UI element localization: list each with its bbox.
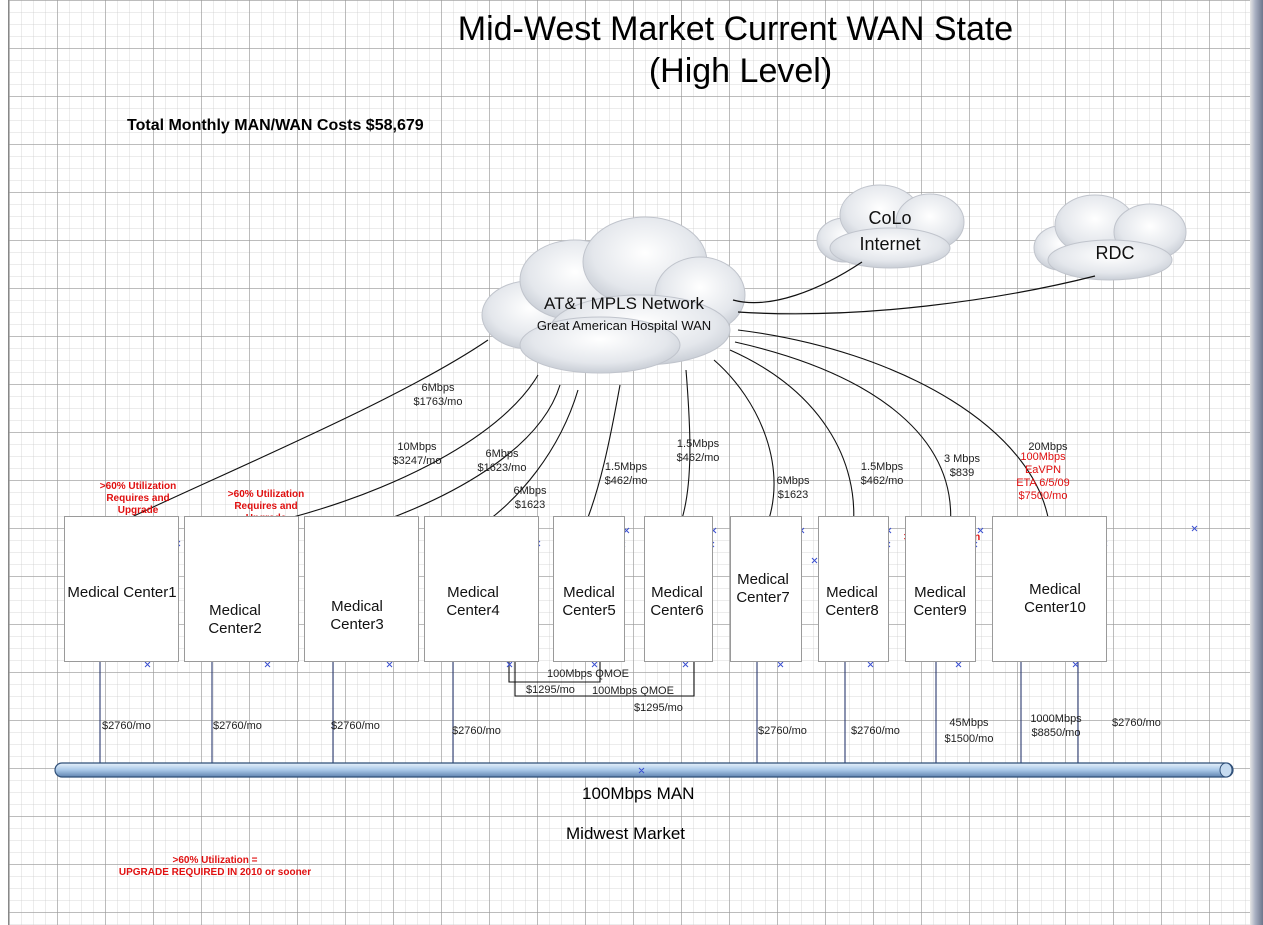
man-pipe bbox=[54, 762, 1234, 778]
legend-line1: >60% Utilization = bbox=[172, 855, 258, 866]
wan-link-5-speed: 1.5Mbps bbox=[604, 461, 648, 473]
mpls-cloud bbox=[481, 216, 746, 374]
wan-link-8 bbox=[729, 349, 855, 531]
medical-center-2-name: Medical Center2 bbox=[208, 602, 262, 637]
medical-center-9-name: Medical Center9 bbox=[913, 584, 967, 619]
medical-center-3-name: Medical Center3 bbox=[330, 598, 384, 633]
mpls-cloud-subtitle: Great American Hospital WAN bbox=[536, 318, 712, 333]
rdc-cloud-label: RDC bbox=[1095, 243, 1135, 263]
evpn-type: EaVPN bbox=[1024, 464, 1062, 476]
medical-center-6[interactable] bbox=[644, 516, 713, 662]
wan-link-6-cost: $462/mo bbox=[676, 452, 720, 464]
qmoe-1-speed: 100Mbps QMOE bbox=[547, 668, 629, 680]
wan-link-7-speed: 6Mbps bbox=[776, 475, 810, 487]
mpls-cloud-title: AT&T MPLS Network bbox=[544, 294, 704, 313]
wan-link-7 bbox=[713, 359, 775, 531]
man-label: 100Mbps MAN bbox=[582, 784, 695, 803]
medical-center-10-name: Medical Center10 bbox=[1024, 581, 1086, 616]
evpn-speed: 100Mbps bbox=[1020, 451, 1066, 463]
warning-line2: Requires and bbox=[106, 493, 170, 504]
evpn-eta: ETA 6/5/09 bbox=[1016, 477, 1070, 489]
diagram-subtitle: (High Level) bbox=[648, 52, 833, 90]
medical-center-4[interactable] bbox=[424, 516, 539, 662]
wan-link-6 bbox=[677, 369, 691, 531]
medical-center-7[interactable] bbox=[730, 516, 802, 662]
wan-link-8-cost: $462/mo bbox=[860, 475, 904, 487]
man-center9-cost: $1500/mo bbox=[944, 733, 994, 745]
wan-link-5-cost: $462/mo bbox=[604, 475, 648, 487]
warning-line1: >60% Utilization bbox=[99, 481, 177, 492]
wan-link-6-speed: 1.5Mbps bbox=[676, 438, 720, 450]
medical-center-2[interactable] bbox=[184, 516, 299, 662]
wan-link-2 bbox=[247, 374, 539, 529]
colo-cloud-title: CoLo bbox=[868, 208, 912, 228]
medical-center-4-name: Medical Center4 bbox=[446, 584, 500, 619]
wan-link-7-cost: $1623 bbox=[777, 489, 809, 501]
medical-center-8[interactable] bbox=[818, 516, 889, 662]
medical-center-10[interactable] bbox=[992, 516, 1107, 662]
wan-link-2-cost: $3247/mo bbox=[392, 455, 442, 467]
wan-link-2-speed: 10Mbps bbox=[397, 441, 437, 453]
medical-center-6-name: Medical Center6 bbox=[650, 584, 704, 619]
warning-line3: Upgrade bbox=[117, 505, 159, 516]
medical-center-7-name: Medical Center7 bbox=[736, 571, 790, 606]
wan-link-8-speed: 1.5Mbps bbox=[860, 461, 904, 473]
wan-link-4-cost: $1623 bbox=[514, 499, 546, 511]
wan-link-4-speed: 6Mbps bbox=[513, 485, 547, 497]
wan-link-1-cost: $1763/mo bbox=[413, 396, 463, 408]
cloud-connections bbox=[732, 261, 1096, 315]
wan-link-5 bbox=[582, 384, 621, 531]
qmoe-links bbox=[508, 662, 695, 697]
man-center9-speed: 45Mbps bbox=[949, 717, 989, 729]
man-cost-center3: $2760/mo bbox=[331, 720, 380, 732]
window-scrollbar-rail[interactable] bbox=[1250, 0, 1263, 925]
wan-link-1-speed: 6Mbps bbox=[421, 382, 455, 394]
man-cost-center8: $2760/mo bbox=[851, 725, 900, 737]
man-center10-speed: 1000Mbps bbox=[1030, 713, 1082, 725]
man-cost-center4: $2760/mo bbox=[452, 725, 501, 737]
medical-center-3[interactable] bbox=[304, 516, 419, 662]
wan-link-10-speed: 20Mbps bbox=[1028, 441, 1068, 453]
wan-link-1 bbox=[103, 339, 489, 531]
medical-center-1[interactable] bbox=[64, 516, 179, 662]
medical-center-1-name: Medical Center1 bbox=[67, 584, 177, 601]
man-cost-center1: $2760/mo bbox=[102, 720, 151, 732]
wan-link-3-speed: 6Mbps bbox=[485, 448, 519, 460]
warning-line1: >60% Utilization bbox=[227, 489, 305, 500]
market-label: Midwest Market bbox=[566, 824, 686, 843]
rdc-cloud bbox=[1033, 194, 1187, 281]
wan-links bbox=[103, 329, 1051, 531]
qmoe-2-cost: $1295/mo bbox=[634, 702, 683, 714]
evpn-cost: $7500/mo bbox=[1018, 490, 1068, 502]
wan-link-9-cost: $839 bbox=[949, 467, 975, 479]
qmoe-1-cost: $1295/mo bbox=[526, 684, 575, 696]
wan-link-9 bbox=[734, 341, 952, 531]
medical-center-8-name: Medical Center8 bbox=[825, 584, 879, 619]
colo-cloud-subtitle: Internet bbox=[859, 234, 921, 254]
man-cost-extra: $2760/mo bbox=[1112, 717, 1161, 729]
diagram-title: Mid-West Market Current WAN State bbox=[457, 10, 1014, 48]
legend-line2: UPGRADE REQUIRED IN 2010 or sooner bbox=[118, 867, 312, 878]
wan-link-10 bbox=[737, 329, 1051, 531]
medical-center-5[interactable] bbox=[553, 516, 625, 662]
medical-center-5-name: Medical Center5 bbox=[562, 584, 616, 619]
man-drops bbox=[99, 662, 1079, 768]
qmoe-2-speed: 100Mbps QMOE bbox=[592, 685, 674, 697]
colo-internet-cloud bbox=[816, 184, 965, 269]
wan-link-3-cost: $1623/mo bbox=[477, 462, 527, 474]
man-cost-center2: $2760/mo bbox=[213, 720, 262, 732]
warning-line2: Requires and bbox=[234, 501, 298, 512]
total-costs: Total Monthly MAN/WAN Costs $58,679 bbox=[127, 117, 424, 134]
man-cost-center7: $2760/mo bbox=[758, 725, 807, 737]
man-center10-cost: $8850/mo bbox=[1031, 727, 1081, 739]
wan-link-9-speed: 3 Mbps bbox=[943, 453, 981, 465]
medical-center-9[interactable] bbox=[905, 516, 976, 662]
